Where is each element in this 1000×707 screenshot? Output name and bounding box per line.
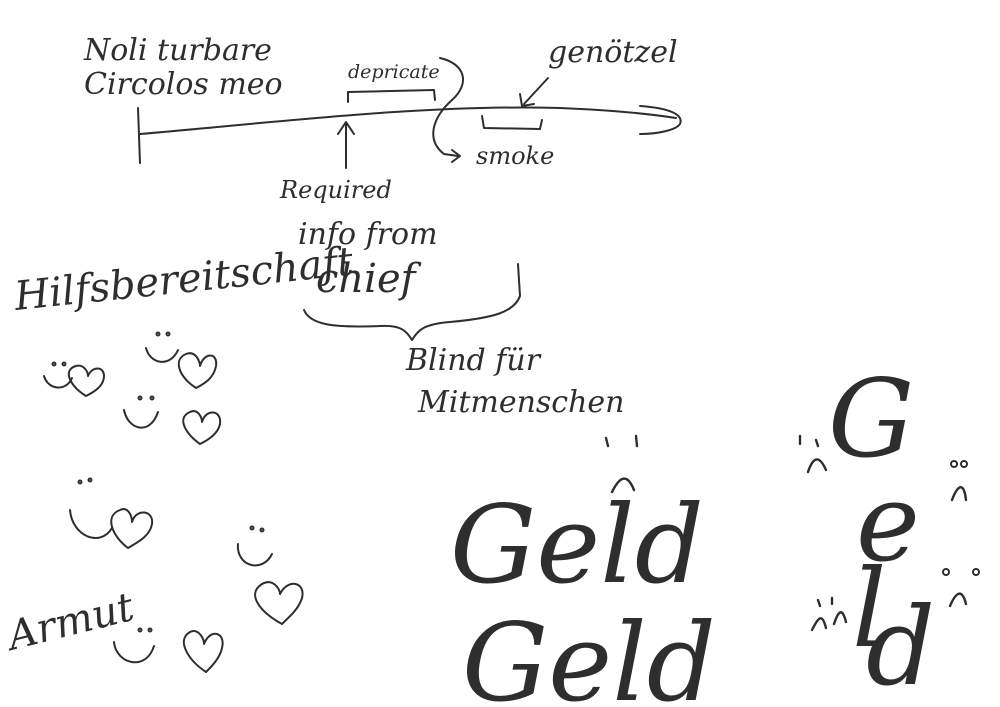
depricate-bracket: [347, 89, 436, 103]
heart-icon: [183, 630, 224, 673]
arrow-label-bottom: smoke: [476, 142, 554, 170]
required-arrow-head: [337, 121, 355, 135]
umlaut-marks: [604, 434, 980, 632]
big-word-bottom: Geld: [462, 601, 716, 707]
smiley-icon: [236, 525, 273, 567]
required-line-2: info from: [298, 217, 438, 252]
big-letter-e: e: [856, 461, 920, 586]
heart-icon: [177, 352, 218, 389]
smiley-heart-group-bottom: [69, 477, 304, 673]
smiley-icon: [123, 395, 159, 429]
heart-icon: [254, 581, 304, 625]
smiley-icon: [69, 477, 113, 539]
arrow-label-top: genötzel: [548, 35, 678, 70]
left-word-bottom: Armut: [0, 584, 139, 661]
required-line-1: Required: [279, 176, 392, 204]
heart-icon: [182, 410, 222, 445]
timeline: [137, 57, 682, 169]
big-letter-d: d: [866, 585, 935, 707]
big-word-top: Geld: [450, 483, 704, 608]
big-words: Geld Geld G e l d: [450, 357, 980, 707]
timeline-arrow-head: [639, 105, 682, 135]
left-word-top: Hilfsbereitschaft: [11, 239, 356, 321]
genotzel-arrow: [523, 77, 549, 105]
blind-line-2: Mitmenschen: [417, 385, 624, 420]
smoke-arrow-head: [451, 149, 461, 163]
chief-curly-brace: [303, 263, 521, 341]
smoke-bracket: [481, 115, 543, 130]
quote-line-2: Circolos meo: [84, 67, 283, 102]
genotzel-arrow-head: [519, 93, 535, 107]
smoke-curve-arrow: [432, 57, 464, 157]
smiley-heart-group-top: [43, 331, 222, 445]
required-line-3: chief: [316, 256, 422, 302]
quote-line-1: Noli turbare: [83, 33, 272, 68]
smiley-icon: [43, 361, 73, 389]
heart-icon: [67, 364, 105, 397]
big-letter-l: l: [852, 547, 887, 672]
timeline-axis: [139, 106, 677, 135]
blind-line-1: Blind für: [405, 343, 542, 378]
smiley-icon: [113, 627, 155, 664]
big-letter-g: G: [828, 357, 914, 482]
smiley-icon: [145, 331, 179, 363]
timeline-start-tick: [137, 107, 141, 164]
bracket-label: depricate: [348, 61, 440, 83]
heart-icon: [110, 508, 154, 549]
